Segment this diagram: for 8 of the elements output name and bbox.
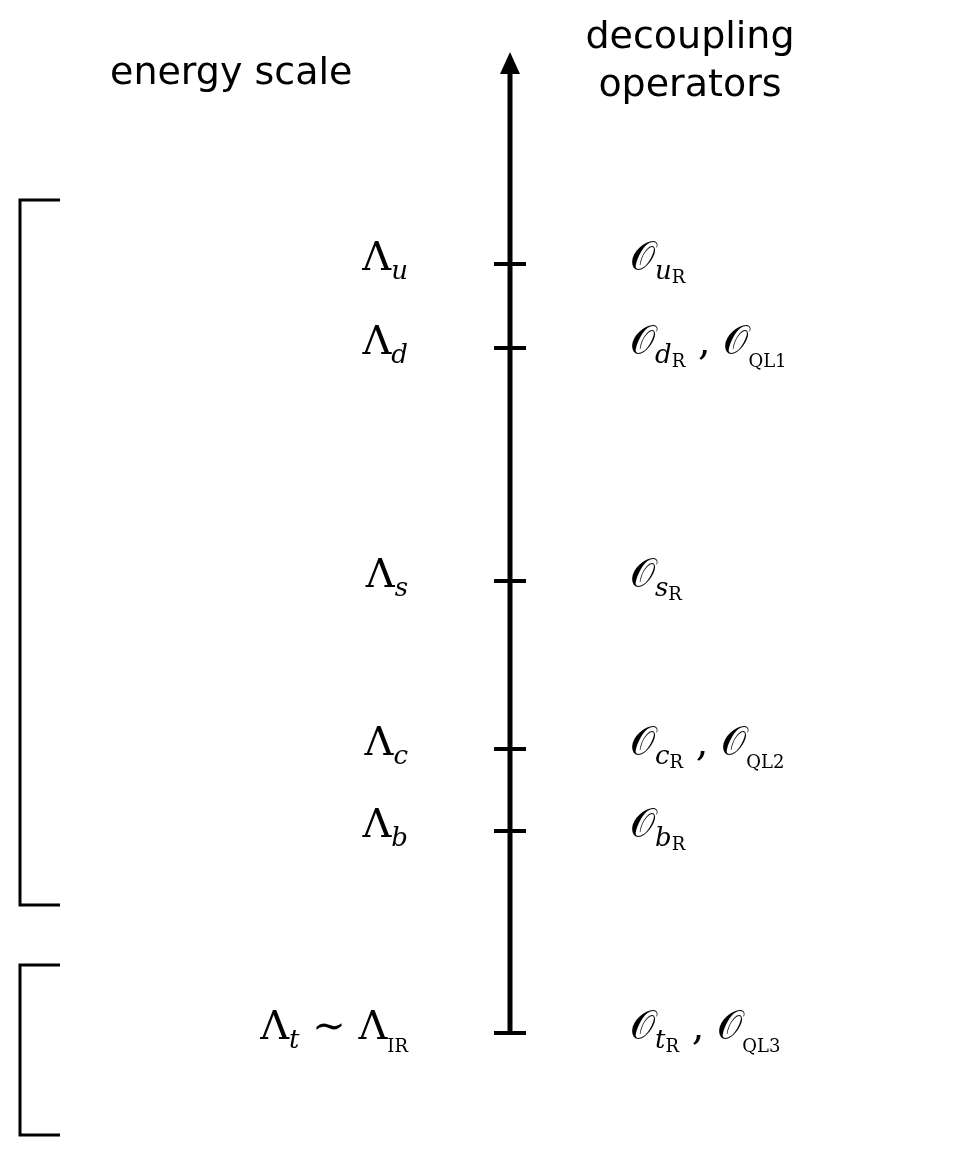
energy-scale-label: Λ$_{c}$	[364, 721, 408, 768]
axis-heading: decoupling operators	[584, 12, 796, 107]
energy-scale-label: Λ$_{b}$	[362, 803, 408, 850]
energy-scale-label: Λ$_{d}$	[362, 320, 408, 367]
energy-scale-label: Λ$_{s}$	[365, 553, 408, 600]
energy-scale-label: Λ$_{t}$ ∼ Λ$_{IR}$	[260, 1005, 408, 1055]
axis-heading: energy scale	[110, 48, 353, 95]
energy-scale-label: Λ$_{u}$	[362, 236, 408, 283]
